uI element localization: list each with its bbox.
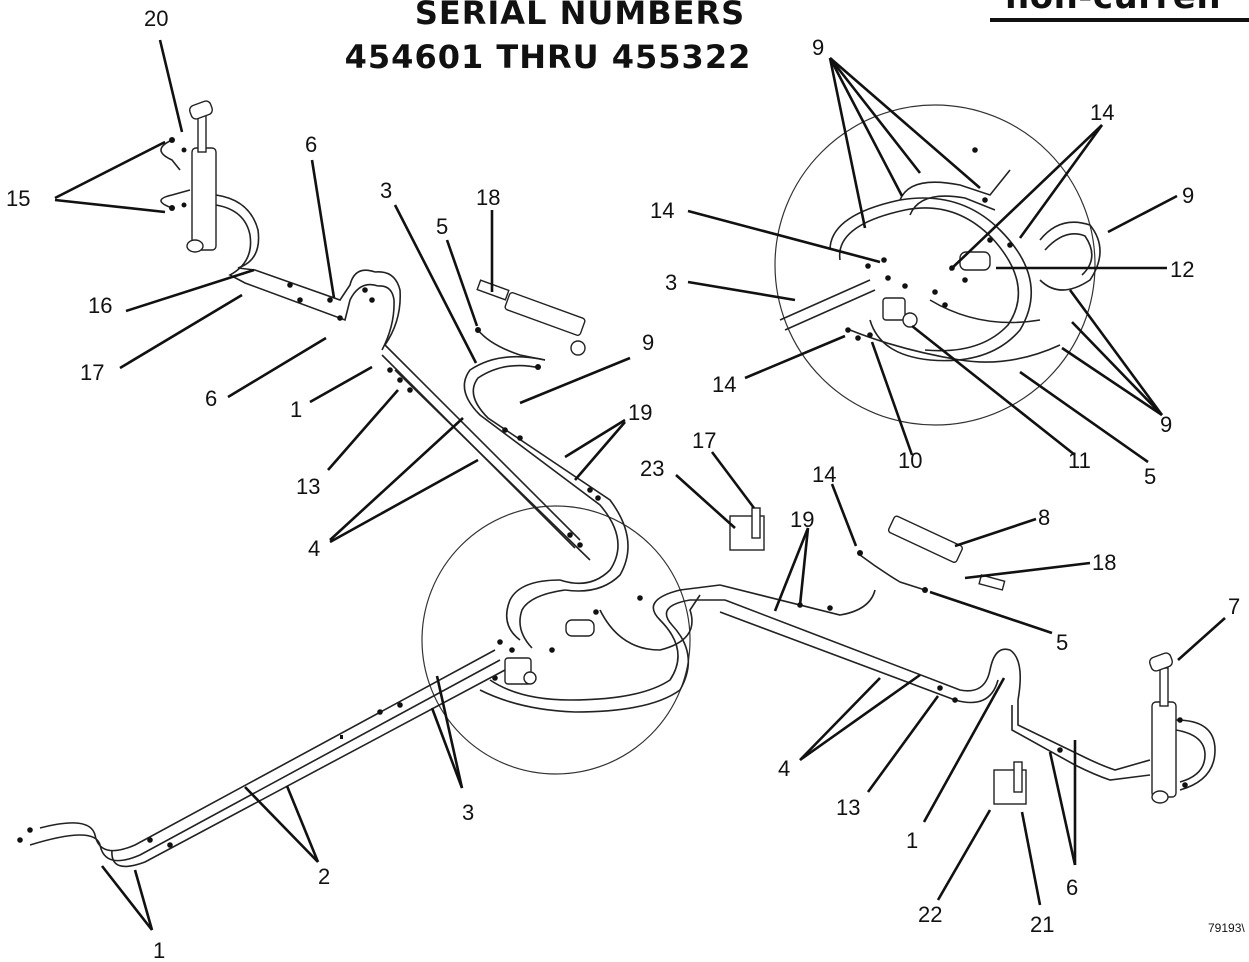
callout-22: 22 bbox=[918, 902, 942, 927]
callout-15: 15 bbox=[6, 186, 30, 211]
hose-bracket-upper bbox=[729, 507, 765, 551]
callout-5-detail: 5 bbox=[1144, 464, 1156, 489]
right-long-hoses bbox=[719, 584, 1021, 704]
lower-valve-area bbox=[479, 579, 725, 713]
right-cylinder-assembly bbox=[857, 515, 1006, 593]
hose-bracket-lower bbox=[993, 761, 1027, 805]
left-long-hoses bbox=[17, 649, 506, 868]
callout-11: 11 bbox=[1068, 448, 1091, 473]
callout-9-lower-right: 9 bbox=[1160, 412, 1172, 437]
callout-6-left: 6 bbox=[205, 386, 217, 411]
upper-cylinder-assembly bbox=[475, 279, 586, 370]
callout-14-left: 14 bbox=[650, 198, 674, 223]
callout-14-right: 14 bbox=[812, 462, 836, 487]
callout-4-lower: 4 bbox=[778, 756, 790, 781]
callout-6-top: 6 bbox=[305, 132, 317, 157]
callout-18-right: 18 bbox=[1092, 550, 1116, 575]
callout-21: 21 bbox=[1030, 912, 1054, 937]
callout-10: 10 bbox=[898, 448, 922, 473]
callout-6-right: 6 bbox=[1066, 875, 1078, 900]
upper-detail-hoses bbox=[779, 147, 1101, 363]
callout-3-detail: 3 bbox=[665, 270, 677, 295]
callout-5-right: 5 bbox=[1056, 630, 1068, 655]
detail-circle-lower bbox=[421, 505, 691, 775]
drawing-part-number: 79193\ bbox=[1208, 921, 1245, 935]
callout-23: 23 bbox=[640, 456, 664, 481]
right-cylinder-vertical bbox=[1011, 652, 1216, 804]
callout-14-top: 14 bbox=[1090, 100, 1114, 125]
callout-18-top: 18 bbox=[476, 185, 500, 210]
callout-17-right: 17 bbox=[692, 428, 716, 453]
callout-17-left: 17 bbox=[80, 360, 104, 385]
callout-8: 8 bbox=[1038, 505, 1050, 530]
callout-3-top: 3 bbox=[380, 178, 392, 203]
callout-13-lower: 13 bbox=[836, 795, 860, 820]
callout-19-upper: 19 bbox=[628, 400, 652, 425]
callout-16: 16 bbox=[88, 293, 112, 318]
callout-9-center: 9 bbox=[642, 330, 654, 355]
callout-2: 2 bbox=[318, 864, 330, 889]
callout-14-lower: 14 bbox=[712, 372, 736, 397]
callout-1-left: 1 bbox=[290, 397, 302, 422]
callout-3-lower: 3 bbox=[462, 800, 474, 825]
non-current-label: non-curren bbox=[1005, 0, 1221, 17]
left-diagonal-hoses bbox=[381, 344, 591, 561]
left-cylinder-assembly bbox=[160, 100, 217, 253]
callout-20: 20 bbox=[144, 6, 168, 31]
detail-circle-upper bbox=[774, 104, 1096, 426]
leader-lines bbox=[54, 39, 1226, 931]
callout-12: 12 bbox=[1170, 257, 1194, 282]
callout-13-left: 13 bbox=[296, 474, 320, 499]
callout-1-right: 1 bbox=[906, 828, 918, 853]
callout-4-left: 4 bbox=[308, 536, 320, 561]
serial-range-heading: 454601 THRU 455322 bbox=[345, 38, 752, 76]
callout-9-right: 9 bbox=[1182, 183, 1194, 208]
callout-7: 7 bbox=[1228, 594, 1240, 619]
callout-1-lower-left: 1 bbox=[153, 938, 165, 962]
callout-19-lower: 19 bbox=[790, 507, 814, 532]
upper-center-hoses bbox=[463, 355, 629, 592]
callout-5-top: 5 bbox=[436, 214, 448, 239]
serial-numbers-heading: SERIAL NUMBERS bbox=[415, 0, 745, 32]
left-upper-hoses bbox=[215, 194, 402, 351]
callout-9-top: 9 bbox=[812, 35, 824, 60]
